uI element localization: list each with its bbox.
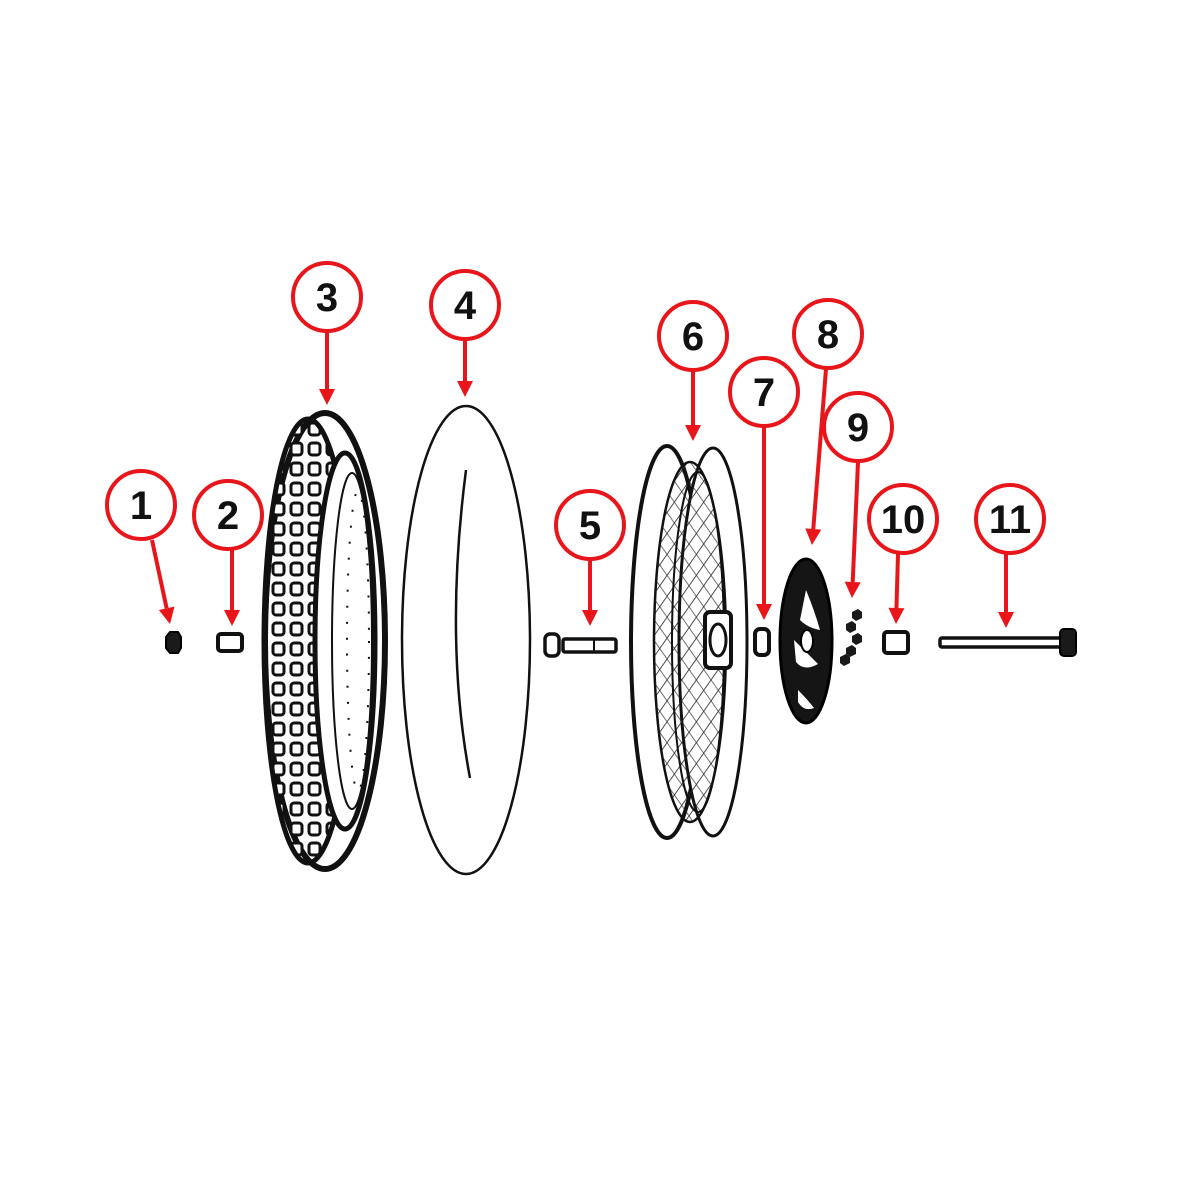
callout-arrow-8 (805, 368, 828, 545)
callout-arrow-5 (582, 560, 598, 626)
callout-circle (867, 483, 939, 555)
callout-4: 4 (429, 269, 501, 341)
bearing-part (753, 627, 771, 657)
callout-arrow-3 (319, 332, 335, 405)
callout-number: 8 (817, 313, 839, 357)
callout-1: 1 (105, 469, 177, 541)
callout-number: 3 (316, 276, 338, 320)
callout-number: 2 (217, 494, 239, 538)
callout-arrow-4 (457, 340, 473, 397)
spacer-part (216, 632, 244, 653)
callout-arrow-1 (150, 539, 175, 624)
callout-9: 9 (822, 391, 894, 463)
callout-number: 10 (881, 498, 926, 542)
callout-arrow-10 (888, 553, 905, 624)
callout-arrow-7 (756, 427, 772, 620)
hub-spacer-sleeve-part (543, 632, 618, 658)
callout-number: 11 (989, 498, 1031, 542)
axle-bolt-part (938, 628, 1077, 657)
callout-11: 11 (974, 483, 1046, 555)
callout-circle (291, 261, 363, 333)
callout-arrow-2 (224, 550, 240, 626)
brake-disc-part (778, 557, 834, 725)
callout-circle (822, 391, 894, 463)
callout-arrow-11 (998, 554, 1014, 628)
callout-circle (657, 300, 729, 372)
spacer-collar-part (882, 630, 910, 655)
callout-number: 9 (847, 406, 869, 450)
callout-number: 5 (579, 504, 601, 548)
callout-number: 7 (753, 371, 775, 415)
callout-3: 3 (291, 261, 363, 333)
callout-circle (728, 356, 800, 428)
callout-8: 8 (792, 298, 864, 370)
disc-bolts-part (840, 609, 862, 666)
callout-circle (105, 469, 177, 541)
axle-nut-part (165, 631, 182, 654)
callout-2: 2 (192, 479, 264, 551)
callout-number: 6 (682, 315, 704, 359)
callout-circle (974, 483, 1046, 555)
callout-7: 7 (728, 356, 800, 428)
callout-5: 5 (554, 489, 626, 561)
callout-arrow-6 (685, 371, 701, 441)
tire-part (261, 410, 388, 872)
callout-number: 1 (130, 484, 152, 528)
callout-number: 4 (454, 284, 477, 328)
callout-arrow-9 (844, 461, 861, 598)
callout-circle (192, 479, 264, 551)
callout-10: 10 (867, 483, 939, 555)
callout-circle (554, 489, 626, 561)
callout-circle (429, 269, 501, 341)
inner-tube-part (400, 404, 532, 876)
callout-circle (792, 298, 864, 370)
spoked-wheel-rim-part (629, 444, 749, 840)
callout-6: 6 (657, 300, 729, 372)
